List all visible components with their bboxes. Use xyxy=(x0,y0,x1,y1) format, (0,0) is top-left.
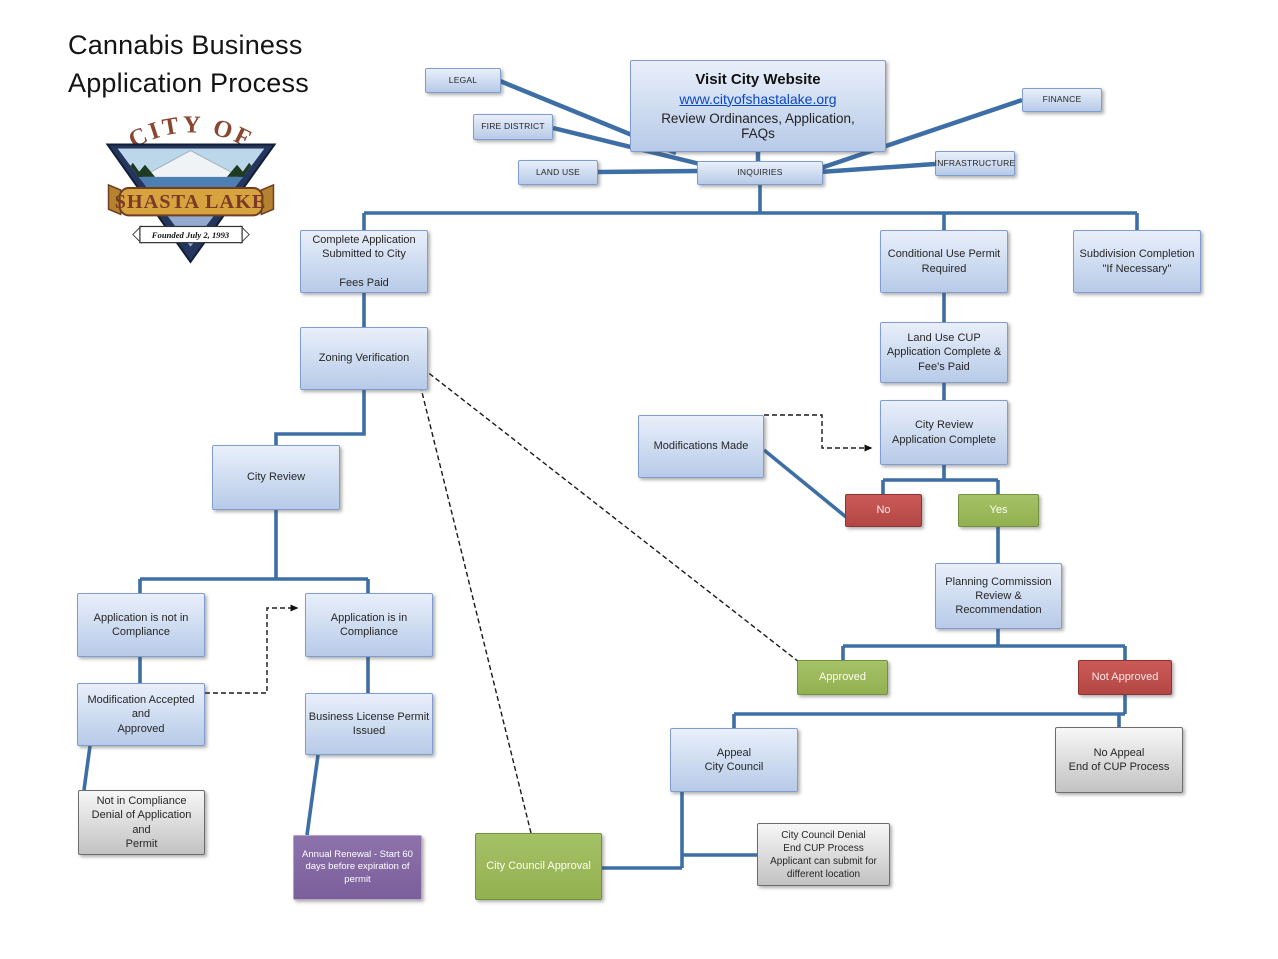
node-zoning-verification: Zoning Verification xyxy=(300,327,428,390)
city-website-link[interactable]: www.cityofshastalake.org xyxy=(679,90,837,107)
node-planning-commission: Planning Commission Review & Recommendat… xyxy=(935,563,1062,629)
node-not-approved: Not Approved xyxy=(1078,660,1172,695)
node-no: No xyxy=(845,494,922,527)
node-modification-accepted: Modification Accepted and Approved xyxy=(77,683,205,746)
node-city-council-denial: City Council Denial End CUP Process Appl… xyxy=(757,823,890,886)
visit-website-desc: Review Ordinances, Application, FAQs xyxy=(661,110,855,142)
city-seal-logo: CITY OF SHASTA LAKE Founded July 2, 1993 xyxy=(105,111,277,264)
node-approved: Approved xyxy=(797,660,888,695)
logo-banner xyxy=(118,187,264,217)
logo-ribbon xyxy=(139,225,243,244)
solid-connectors xyxy=(82,78,1139,870)
visit-website-title: Visit City Website xyxy=(695,71,821,89)
node-appeal-city-council: Appeal City Council xyxy=(670,728,798,792)
node-inquiries: INQUIRIES xyxy=(697,161,823,185)
node-conditional-use-permit: Conditional Use Permit Required xyxy=(880,230,1008,293)
node-city-review-application-complete: City Review Application Complete xyxy=(880,400,1008,465)
node-land-use: LAND USE xyxy=(518,160,598,185)
node-fire-district: FIRE DISTRICT xyxy=(473,114,553,140)
node-city-council-approval: City Council Approval xyxy=(475,833,602,900)
node-complete-application: Complete Application Submitted to City F… xyxy=(300,230,428,293)
node-infrastructure: INFRASTRUCTURE xyxy=(935,151,1015,176)
node-application-not-in-compliance: Application is not in Compliance xyxy=(77,593,205,657)
node-land-use-cup: Land Use CUP Application Complete & Fee'… xyxy=(880,322,1008,383)
node-application-in-compliance: Application is in Compliance xyxy=(305,593,433,657)
node-legal: LEGAL xyxy=(425,68,501,93)
node-annual-renewal: Annual Renewal - Start 60 days before ex… xyxy=(293,835,422,900)
logo-founded-text: Founded July 2, 1993 xyxy=(151,230,230,240)
page-title: Cannabis Business Application Process xyxy=(68,30,309,99)
node-visit-city-website: Visit City Website www.cityofshastalake.… xyxy=(630,60,886,152)
dashed-return-arrows xyxy=(205,359,873,834)
node-not-in-compliance-denial: Not in Compliance Denial of Application … xyxy=(78,790,205,855)
node-no-appeal-end: No Appeal End of CUP Process xyxy=(1055,727,1183,793)
node-finance: FINANCE xyxy=(1022,88,1102,112)
node-city-review: City Review xyxy=(212,445,340,510)
node-subdivision-completion: Subdivision Completion "If Necessary" xyxy=(1073,230,1201,293)
logo-banner-text: SHASTA LAKE xyxy=(115,191,267,213)
node-modifications-made: Modifications Made xyxy=(638,415,764,478)
node-business-license-issued: Business License Permit Issued xyxy=(305,693,433,755)
node-yes: Yes xyxy=(958,494,1039,527)
